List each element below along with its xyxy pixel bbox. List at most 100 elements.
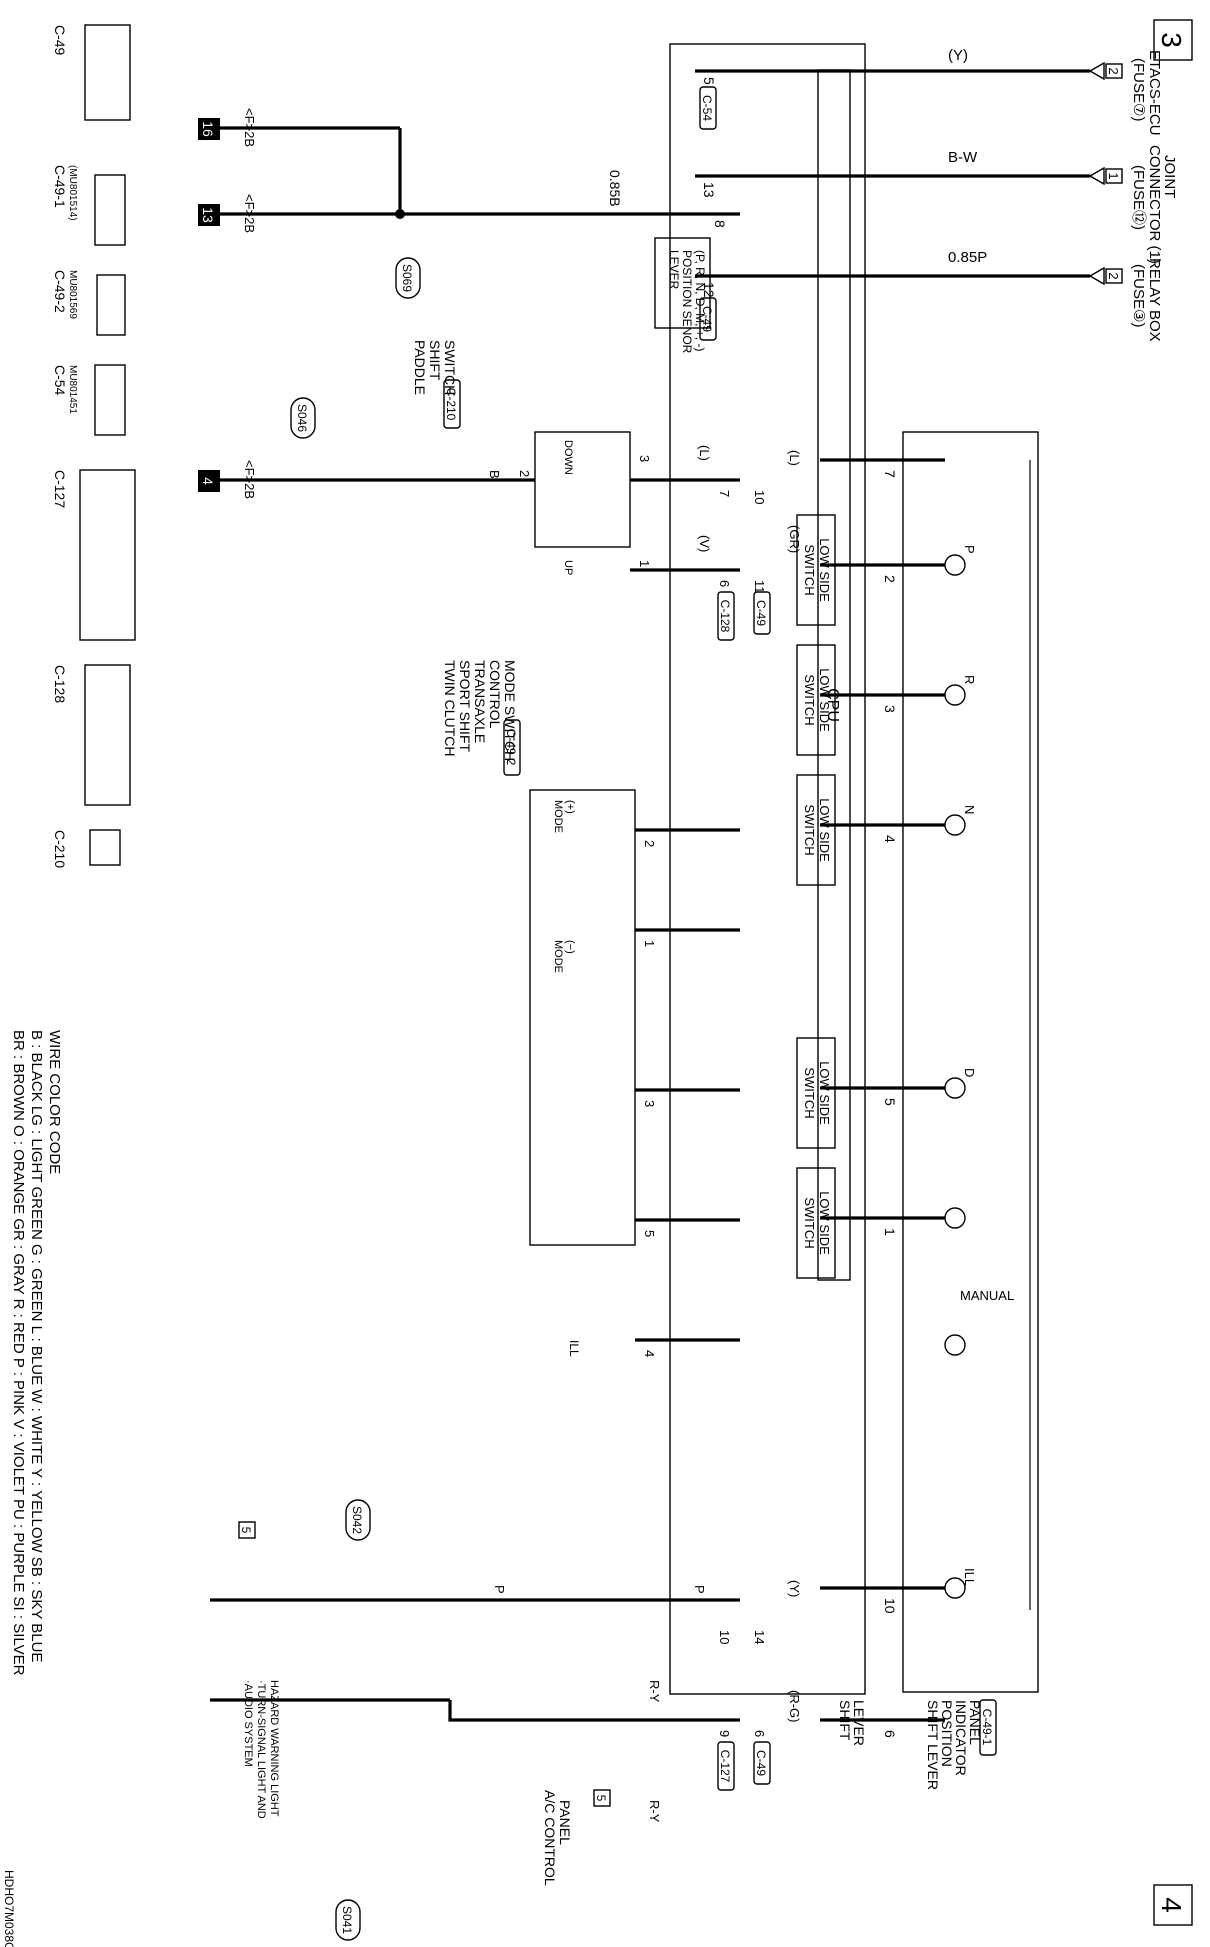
- splice-s042: [345, 1499, 371, 1541]
- paddle-title1: PADDLE: [412, 340, 428, 395]
- svg-text:LOW SIDE: LOW SIDE: [817, 538, 832, 602]
- ground-wire-label: 0.85B: [607, 170, 623, 207]
- bot-c49-conn: C-49: [754, 1750, 768, 1776]
- paddle-wire-v: (V): [697, 535, 712, 552]
- bot-p-pin: 5: [239, 1527, 253, 1534]
- svg-text:ILL: ILL: [962, 1568, 977, 1586]
- splice-s042-label: S042: [350, 1506, 364, 1534]
- connector-c49-2: C-49-2 MU801569: [52, 270, 126, 336]
- led-ill: ILL: [820, 1568, 977, 1599]
- paddle-title2: SHIFT: [427, 340, 443, 381]
- wire-color-legend: WIRE COLOR CODE B : BLACK LG : LIGHT GRE…: [10, 1030, 63, 1676]
- lever-sensor-line3: (P, R, N, D, M, +, -): [693, 250, 707, 351]
- mode-title3: TRANSAXLE: [472, 660, 488, 743]
- relay-box-source: RELAY BOX (FUSE③) 2: [1088, 258, 1163, 342]
- etacs-fuse: (FUSE⑦): [1130, 58, 1147, 121]
- svg-text:LOW SIDE: LOW SIDE: [817, 1061, 832, 1125]
- paddle-shift-switch-box: [534, 431, 631, 548]
- lever-position-sensor-box: [654, 237, 711, 329]
- svg-text:SWITCH: SWITCH: [802, 1067, 817, 1118]
- svg-text:LOW SIDE: LOW SIDE: [817, 668, 832, 732]
- shift-lever-unit-box: [669, 43, 866, 1695]
- image-code: HDHO7M038C: [2, 1870, 16, 1947]
- led-p: P: [820, 545, 977, 576]
- wire-ry: [448, 1700, 740, 1722]
- wire-ground-16: [210, 126, 402, 214]
- low-side-switch-m: LOW SIDE SWITCH: [796, 1167, 836, 1279]
- splice-s069-label: S069: [400, 264, 414, 292]
- ind-pin-4: 4: [882, 835, 898, 843]
- paddle-c128-conn: C-128: [718, 600, 732, 633]
- ind-pin-2: 2: [882, 575, 898, 583]
- indicator-panel-box: [902, 431, 1039, 1693]
- svg-text:D: D: [962, 1068, 977, 1077]
- svg-text:MANUAL: MANUAL: [960, 1288, 1014, 1303]
- page-tag-left: [1153, 19, 1193, 61]
- led-n: N: [820, 805, 977, 836]
- led-manual: MANUAL: [820, 1207, 1014, 1356]
- ind-pin-1: 1: [882, 1228, 898, 1236]
- ind-pin-3: 3: [882, 705, 898, 713]
- mode-pin1: 1: [642, 940, 657, 947]
- note-turn: ·TURN-SIGNAL LIGHT AND: [255, 1680, 267, 1819]
- svg-text:SWITCH: SWITCH: [802, 804, 817, 855]
- connector-c127: C-127: [52, 469, 136, 641]
- joint-pin: 1: [1106, 172, 1121, 179]
- svg-text:C-128: C-128: [52, 665, 68, 703]
- shift-lever-line2: LEVER: [851, 1700, 867, 1746]
- paddle-pin3: 3: [637, 455, 652, 462]
- ground-16: 16 <F>2B: [198, 108, 257, 147]
- paddle-c49-conn: C-49: [754, 600, 768, 626]
- splice-s046: [290, 397, 316, 439]
- joint-connector-source: JOINT CONNECTOR (1) (FUSE⑫) 1: [1088, 145, 1178, 264]
- paddle-conn: C-210: [444, 388, 458, 421]
- svg-text:LOW SIDE: LOW SIDE: [817, 1191, 832, 1255]
- paddle-pin1: 1: [637, 560, 652, 567]
- svg-text:C-49-2: C-49-2: [52, 270, 68, 313]
- svg-text:BR : BROWN O : ORANGE GR: BR : BROWN O : ORANGE GR : GRAY R : RED …: [10, 1030, 27, 1676]
- ground-13: 13 <F>2B: [198, 194, 257, 233]
- mode-conn: C-49-2: [504, 729, 518, 766]
- svg-text:16: 16: [200, 121, 216, 137]
- connector-c128: C-128: [52, 664, 131, 806]
- indicator-line3: INDICATOR: [953, 1700, 969, 1776]
- ground-pin: 8: [712, 220, 728, 228]
- etacs-ecu-source: ETACS-ECU (FUSE⑦) 2: [1088, 50, 1163, 136]
- svg-text:C-54: C-54: [52, 365, 68, 396]
- svg-text:C-127: C-127: [52, 470, 68, 508]
- indicator-line2: POSITION: [939, 1700, 955, 1767]
- paddle-wire-b: B: [487, 470, 502, 479]
- svg-text:C-49-1: C-49-1: [52, 165, 68, 208]
- mode-title1: TWIN CLUTCH: [442, 660, 458, 756]
- joint-title: JOINT: [1161, 155, 1178, 198]
- joint-title2: CONNECTOR (1): [1146, 145, 1163, 264]
- bot-c127-pin10: 10: [717, 1630, 732, 1644]
- svg-text:N: N: [962, 805, 977, 814]
- svg-text:<F>2B: <F>2B: [242, 460, 257, 499]
- mode-ill: ILL: [567, 1340, 581, 1357]
- power-triangle-icon: [1088, 166, 1105, 186]
- c54-pin: 5: [701, 77, 717, 85]
- ground-4: 4 <F>2B: [198, 460, 257, 499]
- bot-c49-pin6: 6: [752, 1730, 767, 1737]
- bot-wire-ry1: R-Y: [647, 1680, 662, 1703]
- bot-wire-ry2: R-Y: [647, 1800, 662, 1823]
- connector-c49: C-49: [52, 24, 131, 121]
- mode-title5: MODE SWITCH: [502, 660, 518, 761]
- ind-pin-5: 5: [882, 1098, 898, 1106]
- led-d: D: [820, 1068, 977, 1099]
- page-tag-right: [1153, 1884, 1193, 1926]
- joint-fuse: (FUSE⑫): [1130, 165, 1147, 230]
- bot-wire-rg: (R-G): [787, 1690, 802, 1723]
- ac-pin: 5: [594, 1795, 608, 1802]
- mode-pin4: 4: [642, 1350, 657, 1357]
- mode-title4: CONTROL: [487, 660, 503, 729]
- lever-sensor-line2: POSITION SENOR: [680, 250, 694, 354]
- etacs-title: ETACS-ECU: [1146, 50, 1163, 136]
- mode-switch-box: [529, 789, 636, 1246]
- wire-color-joint: B-W: [948, 149, 978, 166]
- svg-text:13: 13: [200, 207, 216, 223]
- power-triangle-icon: [1088, 61, 1105, 81]
- paddle-upper-l: (L): [787, 450, 802, 466]
